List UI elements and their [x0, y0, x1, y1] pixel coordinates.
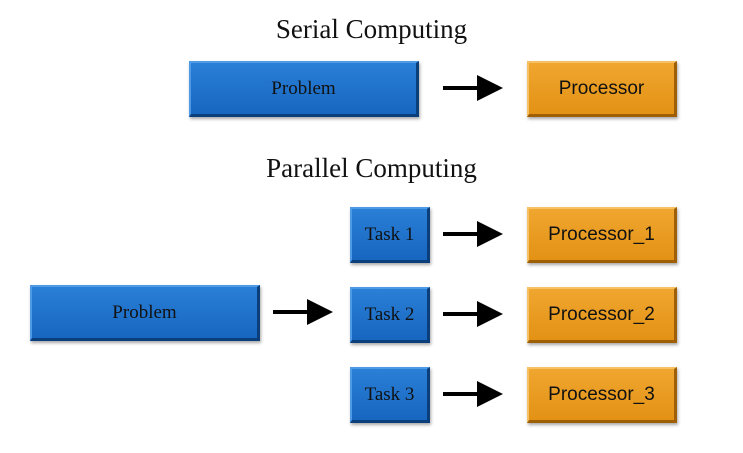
task-3-arrow-icon: [443, 381, 503, 407]
task-2-box: Task 2: [350, 287, 430, 343]
task-1-arrow-icon: [443, 221, 503, 247]
serial-problem-box: Problem: [189, 61, 419, 117]
processor-2-box: Processor_2: [527, 287, 677, 343]
processor-3-box: Processor_3: [527, 367, 677, 423]
task-3-box: Task 3: [350, 367, 430, 423]
serial-computing-title: Serial Computing: [275, 14, 468, 44]
task-1-box: Task 1: [350, 207, 430, 263]
task-2-arrow-icon: [443, 301, 503, 327]
serial-processor-box: Processor: [527, 61, 677, 117]
processor-1-box: Processor_1: [527, 207, 677, 263]
serial-arrow-icon: [443, 75, 503, 101]
problem-to-task-arrow-icon: [273, 299, 333, 325]
parallel-computing-title: Parallel Computing: [266, 153, 477, 183]
parallel-problem-box: Problem: [30, 285, 260, 341]
